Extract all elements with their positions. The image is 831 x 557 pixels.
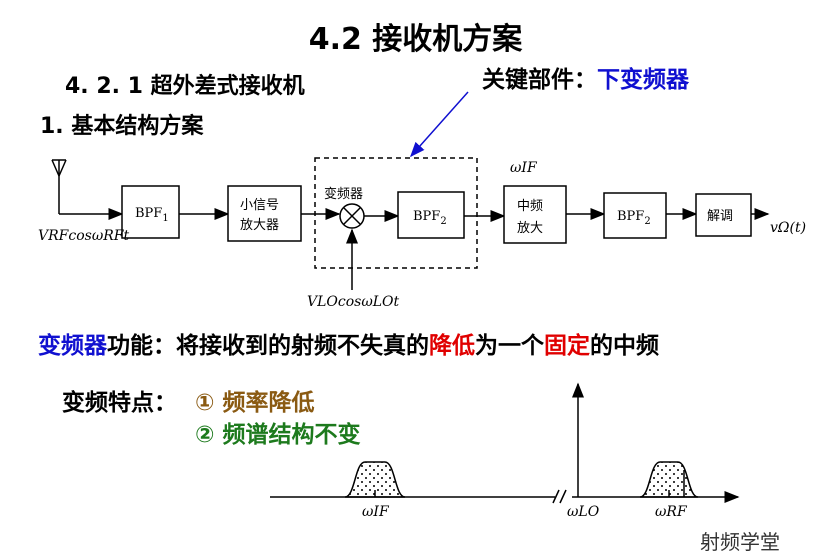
if-amplifier-block [503, 185, 567, 244]
page-title: 4.2 接收机方案 [308, 22, 523, 57]
demodulator-block [695, 193, 752, 237]
feature-item-2: ② 频谱结构不变 [195, 422, 361, 448]
feature-item-1: ① 频率降低 [195, 390, 315, 416]
function-description: 变频器功能：将接收到的射频不失真的降低为一个固定的中频 [38, 326, 659, 360]
lna-label-line1: 小信号 [240, 198, 279, 213]
callout-highlight: 下变频器 [597, 67, 689, 93]
bpf1-block [121, 185, 180, 239]
if-amp-label-line2: 放大 [517, 221, 543, 236]
func-text-3: 的中频 [590, 333, 659, 359]
spectrum-lo-label: ωLO [567, 504, 600, 520]
mixer-region [314, 157, 478, 269]
mixer-label: 变频器 [324, 186, 363, 202]
bpf2-label: BPF [413, 209, 440, 224]
svg-text:BPF2: BPF2 [413, 209, 447, 227]
if-spectrum [344, 461, 406, 498]
bpf3-block [603, 192, 667, 239]
func-mixer: 变频器 [38, 333, 107, 359]
subsection-title: 4. 2. 1 超外差式接收机 [65, 74, 305, 99]
spectrum-if-label: ωIF [362, 504, 390, 520]
bpf3-label: BPF [617, 209, 644, 224]
key-component-callout: 关键部件：下变频器 [482, 60, 689, 94]
spectrum-rf-label: ωRF [655, 504, 688, 520]
if-frequency-label: ωIF [510, 160, 538, 176]
lna-label-line2: 放大器 [240, 218, 279, 233]
func-text-1: 功能：将接收到的射频不失真的 [107, 333, 429, 359]
bpf1-subscript: 1 [162, 213, 168, 224]
if-amp-label-line1: 中频 [517, 199, 543, 214]
svg-text:BPF2: BPF2 [617, 209, 651, 227]
bpf2-block [397, 191, 465, 239]
spectrum-plot: ωIF ωLO ωRF [270, 382, 740, 520]
bpf1-label: BPF [135, 206, 162, 221]
func-lower: 降低 [429, 333, 475, 359]
rf-input-signal: VRFcosωRFt [38, 228, 129, 244]
callout-label: 关键部件： [482, 67, 597, 93]
svg-text:BPF1: BPF1 [135, 206, 169, 224]
callout-arrow [410, 91, 469, 158]
demodulator-label: 解调 [707, 209, 733, 224]
func-fixed: 固定 [544, 333, 590, 359]
section-heading: 1. 基本结构方案 [40, 114, 204, 139]
func-text-2: 为一个 [475, 333, 544, 359]
antenna-icon [51, 159, 67, 214]
lo-input-signal: VLOcosωLOt [307, 294, 400, 310]
watermark: 射频学堂 [700, 530, 780, 554]
bpf3-subscript: 2 [644, 216, 650, 227]
output-signal: vΩ(t) [770, 220, 806, 236]
bpf2-subscript: 2 [440, 216, 446, 227]
features-label: 变频特点： [62, 390, 177, 416]
mixer-icon [339, 203, 365, 229]
